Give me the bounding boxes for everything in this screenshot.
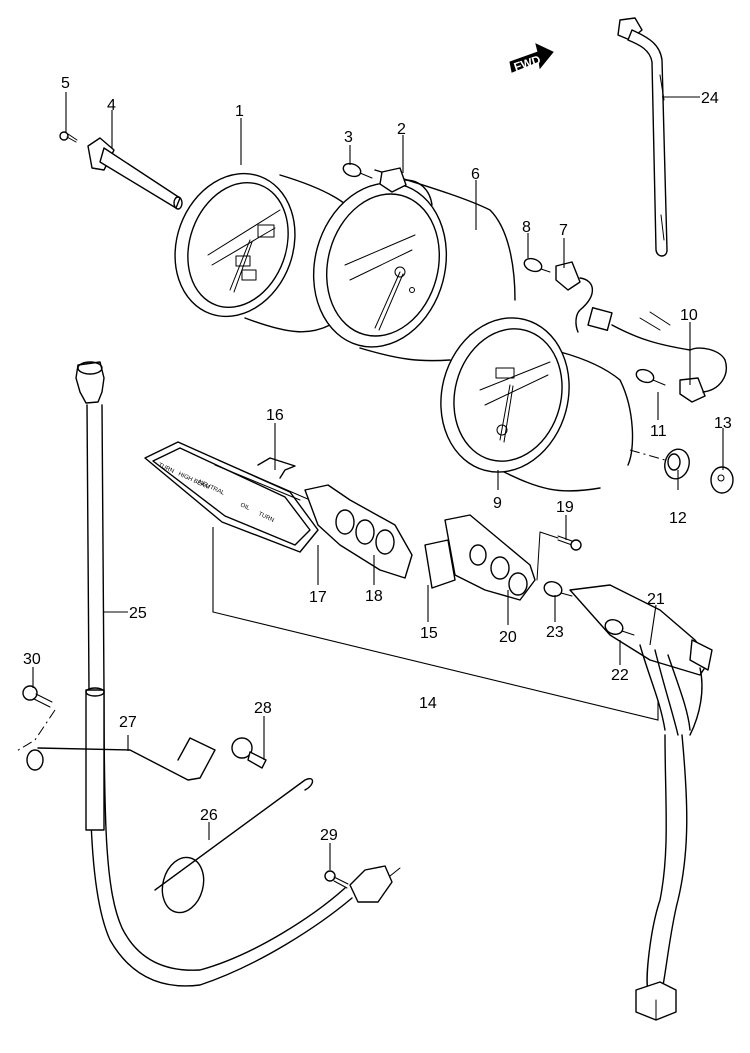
fwd-label: FWD (512, 52, 543, 74)
part-24-cable-tie[interactable] (617, 17, 668, 257)
part-22-bulb[interactable] (603, 617, 635, 636)
part-23-bulb[interactable] (542, 579, 573, 598)
callout-15[interactable]: 15 (420, 625, 438, 642)
part-10-socket[interactable] (679, 347, 727, 403)
wire-connector (587, 307, 691, 351)
callout-16[interactable]: 16 (266, 407, 284, 424)
part-25-speedometer-cable[interactable] (75, 361, 401, 987)
part-29-screw[interactable] (324, 870, 349, 889)
callout-2[interactable]: 2 (397, 121, 406, 138)
callout-23[interactable]: 23 (546, 624, 564, 641)
assembly-bracket-14 (212, 527, 659, 721)
part-7-socket[interactable] (555, 261, 594, 333)
callout-20[interactable]: 20 (499, 629, 517, 646)
callout-8[interactable]: 8 (522, 219, 531, 236)
callout-3[interactable]: 3 (344, 129, 353, 146)
callout-26[interactable]: 26 (200, 807, 218, 824)
panel-label-oil: OIL (239, 502, 251, 512)
callout-14[interactable]: 14 (419, 695, 437, 712)
callout-17[interactable]: 17 (309, 589, 327, 606)
part-19-screw[interactable] (536, 531, 582, 581)
part-2-socket[interactable] (379, 167, 433, 206)
fwd-badge: FWD (509, 43, 554, 74)
part-15-spacer[interactable] (424, 539, 456, 589)
part-8-bulb[interactable] (522, 256, 551, 273)
callout-10[interactable]: 10 (680, 307, 698, 324)
part-16-clip[interactable] (257, 457, 296, 479)
leader-lines (32, 92, 724, 870)
callout-28[interactable]: 28 (254, 700, 272, 717)
callout-13[interactable]: 13 (714, 415, 732, 432)
forward-arrow-icon (509, 43, 554, 73)
part-3-bulb[interactable] (341, 161, 373, 179)
part-20-case[interactable] (444, 514, 536, 601)
callout-25[interactable]: 25 (129, 605, 147, 622)
part-18-holder[interactable] (304, 484, 413, 579)
part-9-meter[interactable] (424, 303, 634, 492)
part-26-spring[interactable] (154, 778, 314, 918)
callout-1[interactable]: 1 (235, 103, 244, 120)
callout-4[interactable]: 4 (107, 97, 116, 114)
part-4-adapter[interactable] (87, 137, 183, 210)
part-27-guide[interactable] (26, 737, 216, 781)
callout-21[interactable]: 21 (647, 591, 665, 608)
callout-labels: 1 2 3 4 5 6 7 8 9 10 11 12 13 14 15 16 1… (23, 75, 732, 844)
callout-24[interactable]: 24 (701, 90, 719, 107)
callout-6[interactable]: 6 (471, 166, 480, 183)
part-5-screw[interactable] (59, 131, 78, 143)
callout-18[interactable]: 18 (365, 588, 383, 605)
part-13-nut[interactable] (710, 466, 734, 494)
callout-9[interactable]: 9 (493, 495, 502, 512)
callout-12[interactable]: 12 (669, 510, 687, 527)
part-12-cushion[interactable] (629, 446, 692, 481)
callout-30[interactable]: 30 (23, 651, 41, 668)
callout-27[interactable]: 27 (119, 714, 137, 731)
part-1-speedometer[interactable] (156, 157, 356, 334)
callout-7[interactable]: 7 (559, 222, 568, 239)
callout-19[interactable]: 19 (556, 499, 574, 516)
callout-29[interactable]: 29 (320, 827, 338, 844)
callout-11[interactable]: 11 (650, 423, 667, 440)
part-30-bolt[interactable] (14, 685, 56, 753)
callout-22[interactable]: 22 (611, 667, 629, 684)
callout-5[interactable]: 5 (61, 75, 70, 92)
part-28-bolt[interactable] (231, 737, 267, 769)
part-21-harness[interactable] (569, 584, 713, 1021)
part-11-bulb[interactable] (634, 367, 666, 386)
part-17-lens[interactable]: TURN HIGH BEAM NEUTRAL OIL TURN (144, 441, 319, 553)
